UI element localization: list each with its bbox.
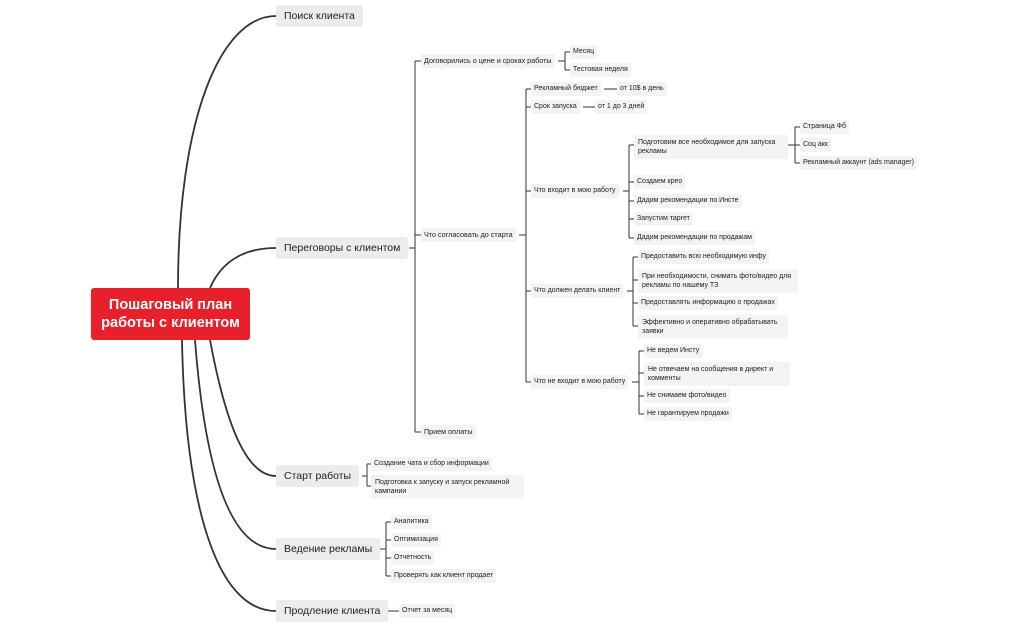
node-included[interactable]: Что входит в мою работу — [531, 184, 619, 198]
node-to-agree[interactable]: Что согласовать до старта — [421, 228, 516, 242]
node-fb-page[interactable]: Страница Фб — [800, 120, 850, 134]
node-no-replies[interactable]: Не отвечаем на сообщения в директ и комм… — [644, 362, 790, 386]
node-duty-leads[interactable]: Эффективно и оперативно обрабатывать зая… — [638, 315, 788, 339]
node-campaign-launch[interactable]: Подготовка к запуску и запуск рекламной … — [371, 475, 524, 499]
node-test-week[interactable]: Тестовая неделя — [570, 63, 631, 77]
node-launch[interactable]: Срок запуска — [531, 100, 580, 114]
node-creatives[interactable]: Создаем крео — [634, 175, 686, 189]
node-prepare[interactable]: Подготовим все необходимое для запуска р… — [634, 135, 788, 159]
node-no-photo[interactable]: Не снимаем фото/видео — [644, 389, 730, 403]
node-optimization[interactable]: Оптимизация — [391, 533, 441, 547]
root-node[interactable]: Пошаговый план работы с клиентом — [91, 288, 250, 340]
node-agreed[interactable]: Договорились о цене и сроках работы — [421, 54, 555, 68]
node-excluded[interactable]: Что не входит в мою работу — [531, 375, 629, 389]
branch-renewal[interactable]: Продление клиента — [276, 600, 389, 622]
node-month[interactable]: Месяц — [570, 45, 598, 59]
node-no-insta[interactable]: Не ведем Инсту — [644, 344, 703, 358]
node-check-sales[interactable]: Проверять как клиент продает — [391, 569, 497, 583]
branch-search[interactable]: Поиск клиента — [276, 5, 363, 27]
node-duty-sales-info[interactable]: Предоставлять информацию о продажах — [638, 296, 778, 310]
node-no-guarantee[interactable]: Не гарантируем продажи — [644, 407, 732, 421]
node-client-duties[interactable]: Что должен делать клиент — [531, 284, 624, 298]
node-budget[interactable]: Рекламный бюджет — [531, 82, 601, 96]
node-monthly-report[interactable]: Отчет за месяц — [399, 604, 456, 618]
branch-start[interactable]: Старт работы — [276, 465, 360, 487]
node-launch-value[interactable]: от 1 до 3 дней — [595, 100, 648, 114]
branch-ads[interactable]: Ведение рекламы — [276, 538, 381, 560]
node-budget-value[interactable]: от 10$ в день — [617, 82, 667, 96]
node-analytics[interactable]: Аналитика — [391, 515, 432, 529]
node-social-account[interactable]: Соц акк — [800, 138, 831, 152]
node-duty-photo[interactable]: При необходимости, снимать фото/видео дл… — [638, 269, 798, 293]
node-payment[interactable]: Прием оплаты — [421, 425, 476, 439]
node-sales-recommendations[interactable]: Дадим рекомендации по продажам — [634, 231, 755, 245]
node-duty-info[interactable]: Предоставить всю необходимую инфу — [638, 250, 770, 264]
node-launch-target[interactable]: Запустим таргет — [634, 212, 693, 226]
node-chat[interactable]: Создание чата и сбор информации — [371, 457, 492, 471]
branch-negotiation[interactable]: Переговоры с клиентом — [276, 237, 409, 259]
node-insta-recommendations[interactable]: Дадим рекомендации по Инсте — [634, 194, 742, 208]
node-reporting[interactable]: Отчетность — [391, 551, 435, 565]
node-ads-account[interactable]: Рекламный аккаунт (ads manager) — [800, 156, 917, 170]
